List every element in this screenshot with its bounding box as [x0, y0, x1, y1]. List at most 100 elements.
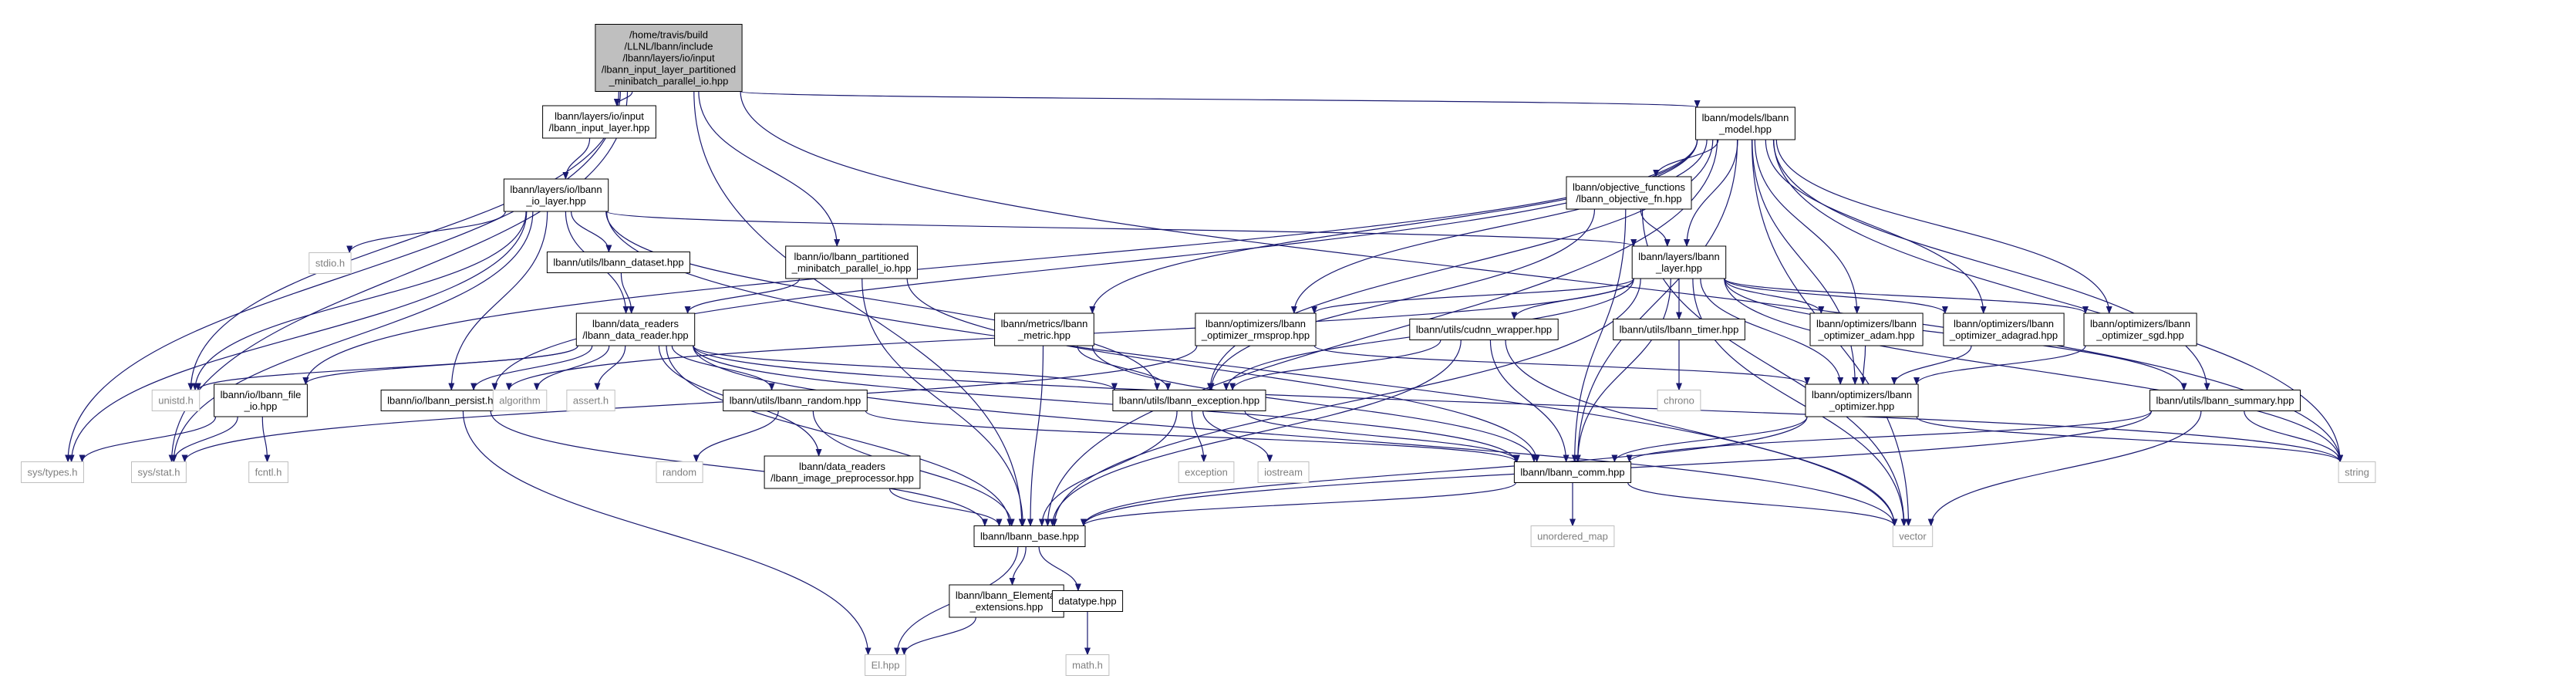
node-base-label: lbann/lbann_base.hpp: [980, 531, 1079, 542]
node-model-label: lbann/models/lbann: [1702, 112, 1789, 123]
edge-rmsprop-to-sys_stat: [181, 345, 1198, 463]
node-root[interactable]: /home/travis/build/LLNL/lbann/include/lb…: [595, 24, 743, 92]
node-root-label: _minibatch_parallel_io.hpp: [609, 76, 729, 87]
edge-elemental_ext-to-el: [901, 617, 976, 656]
edge-root-to-partitioned_io: [698, 91, 841, 247]
node-chrono-box: [1657, 390, 1701, 411]
node-vector-box: [1892, 525, 1934, 547]
node-comm[interactable]: lbann/lbann_comm.hpp: [1513, 461, 1632, 483]
edge-base-to-datatype: [1038, 546, 1081, 592]
edge-partitioned_io-to-base: [861, 278, 1027, 527]
edge-layer-to-string: [1724, 278, 2344, 463]
node-persist-box: [380, 390, 511, 411]
node-sys_types-box: [21, 461, 84, 483]
edge-data_reader-to-exception: [693, 345, 1118, 391]
node-dataset[interactable]: lbann/utils/lbann_dataset.hpp: [546, 252, 691, 273]
node-objective_fn[interactable]: lbann/objective_functions/lbann_objectiv…: [1566, 176, 1692, 210]
edge-summary-to-string: [2244, 410, 2344, 463]
node-adam-label: lbann/optimizers/lbann: [1816, 318, 1917, 329]
node-rmsprop[interactable]: lbann/optimizers/lbann_optimizer_rmsprop…: [1195, 312, 1317, 346]
node-file_io[interactable]: lbann/io/lbann_file_io.hpp: [214, 383, 308, 417]
node-exception-label: lbann/utils/lbann_exception.hpp: [1119, 395, 1259, 407]
node-math-box: [1065, 654, 1110, 676]
edge-adam-to-optimizer: [1860, 345, 1866, 385]
node-optimizer[interactable]: lbann/optimizers/lbann_optimizer.hpp: [1805, 383, 1919, 417]
node-el-box: [865, 654, 906, 676]
node-dataset-box: [546, 252, 691, 273]
node-image_preprocessor[interactable]: lbann/data_readers/lbann_image_preproces…: [764, 455, 921, 489]
node-sys_stat: sys/stat.h: [131, 461, 187, 483]
node-adam-box: [1809, 312, 1924, 346]
edge-comm-to-vector: [1627, 482, 1898, 527]
edge-model-to-file_io: [302, 139, 1698, 385]
node-partitioned_io-label: lbann/io/lbann_partitioned: [794, 251, 909, 262]
node-metric[interactable]: lbann/metrics/lbann_metric.hpp: [994, 312, 1094, 346]
edge-io_layer-to-dataset: [571, 211, 612, 253]
node-datatype[interactable]: datatype.hpp: [1051, 590, 1124, 612]
edges-layer: [65, 90, 2344, 656]
node-partitioned_io-box: [785, 245, 918, 279]
edge-model-to-optimizer: [1752, 139, 1859, 385]
node-timer-label: lbann/utils/lbann_timer.hpp: [1620, 324, 1739, 336]
node-root-label: /LLNL/lbann/include: [625, 41, 713, 52]
node-input_layer[interactable]: lbann/layers/io/input/lbann_input_layer.…: [542, 105, 656, 139]
node-summary[interactable]: lbann/utils/lbann_summary.hpp: [2149, 390, 2301, 411]
node-optimizer-label: _optimizer.hpp: [1829, 400, 1895, 412]
node-stdio-label: stdio.h: [315, 258, 345, 269]
edge-optimizer-to-string: [1916, 416, 2343, 463]
edge-model-to-metric: [1089, 139, 1698, 314]
edge-model-to-adam: [1754, 139, 1860, 314]
edge-exception-to-comm: [1244, 410, 1520, 463]
edge-cudnn-to-comm: [1489, 340, 1570, 463]
edge-data_reader-to-base: [666, 345, 1013, 527]
node-unistd-box: [151, 390, 201, 411]
edge-objective_fn-to-exception: [1208, 208, 1596, 391]
node-io_layer[interactable]: lbann/layers/io/lbann_io_layer.hpp: [503, 178, 609, 212]
node-adam-label: _optimizer_adam.hpp: [1817, 329, 1914, 341]
node-elemental_ext[interactable]: lbann/lbann_Elemental_extensions.hpp: [949, 584, 1064, 618]
edge-exception-to-iostream: [1202, 410, 1273, 463]
node-io_layer-label: lbann/layers/io/lbann: [510, 184, 602, 195]
node-data_reader-label: lbann/data_readers: [592, 318, 679, 329]
node-string-label: string: [2345, 467, 2369, 478]
node-vector-label: vector: [1899, 531, 1927, 542]
node-rmsprop-label: _optimizer_rmsprop.hpp: [1201, 329, 1310, 341]
node-sgd-box: [2083, 312, 2197, 346]
edge-root-to-sys_types: [65, 91, 619, 463]
node-cudnn[interactable]: lbann/utils/cudnn_wrapper.hpp: [1409, 319, 1559, 340]
edge-data_reader-to-string: [693, 345, 2343, 463]
edge-adagrad-to-optimizer: [1891, 345, 1972, 385]
node-random_hpp[interactable]: lbann/utils/lbann_random.hpp: [723, 390, 868, 411]
node-vector: vector: [1892, 525, 1934, 547]
node-file_io-label: _io.hpp: [244, 400, 278, 412]
node-data_reader[interactable]: lbann/data_readers/lbann_data_reader.hpp: [575, 312, 696, 346]
node-cudnn-box: [1409, 319, 1559, 340]
node-persist[interactable]: lbann/io/lbann_persist.hpp: [380, 390, 511, 411]
node-base[interactable]: lbann/lbann_base.hpp: [973, 525, 1086, 547]
node-adam[interactable]: lbann/optimizers/lbann_optimizer_adam.hp…: [1809, 312, 1924, 346]
node-partitioned_io[interactable]: lbann/io/lbann_partitioned_minibatch_par…: [785, 245, 918, 279]
edge-data_reader-to-file_io: [302, 345, 578, 385]
edge-base-to-elemental_ext: [1009, 546, 1027, 586]
edge-model-to-base: [1044, 139, 1718, 527]
node-root-label: /lbann/layers/io/input: [622, 52, 715, 64]
node-base-box: [973, 525, 1086, 547]
edge-metric-to-exception: [1077, 345, 1172, 391]
edge-comm-to-base: [1081, 481, 1516, 527]
node-el: El.hpp: [865, 654, 906, 676]
node-cudnn-label: lbann/utils/cudnn_wrapper.hpp: [1416, 324, 1552, 336]
node-adagrad[interactable]: lbann/optimizers/lbann_optimizer_adagrad…: [1943, 312, 2065, 346]
node-model[interactable]: lbann/models/lbann_model.hpp: [1695, 106, 1795, 140]
node-sgd-label: _optimizer_sgd.hpp: [2096, 329, 2183, 341]
node-assert: assert.h: [566, 390, 615, 411]
node-math-label: math.h: [1072, 660, 1103, 671]
node-exception[interactable]: lbann/utils/lbann_exception.hpp: [1112, 390, 1266, 411]
node-objective_fn-box: [1566, 176, 1692, 210]
node-iostream: iostream: [1257, 461, 1310, 483]
edge-exception-to-exception_std: [1191, 410, 1207, 463]
node-layer[interactable]: lbann/layers/lbann_layer.hpp: [1631, 245, 1727, 279]
node-sgd[interactable]: lbann/optimizers/lbann_optimizer_sgd.hpp: [2083, 312, 2197, 346]
node-rmsprop-box: [1195, 312, 1317, 346]
node-fcntl-box: [248, 461, 288, 483]
node-timer[interactable]: lbann/utils/lbann_timer.hpp: [1613, 319, 1745, 340]
